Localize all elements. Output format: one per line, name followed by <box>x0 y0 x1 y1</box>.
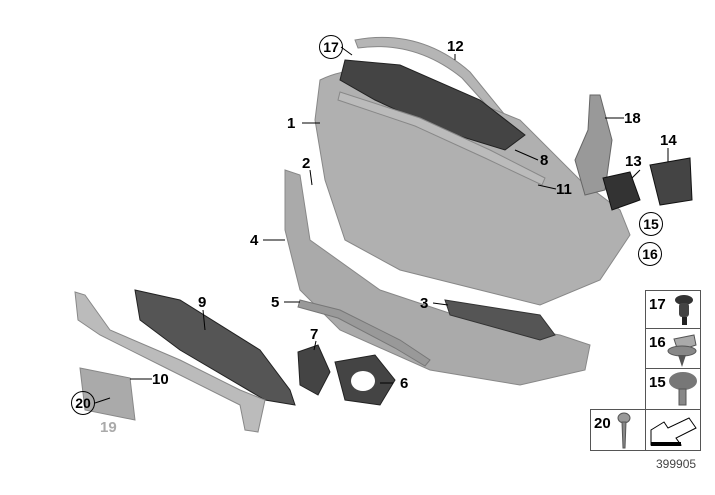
reference-number: 399905 <box>656 457 697 471</box>
legend-cell-17: 17 <box>645 290 701 329</box>
callout-5: 5 <box>271 294 280 311</box>
callout-11: 11 <box>556 181 572 198</box>
legend-number-16: 16 <box>649 334 666 351</box>
clip-icon <box>675 295 693 325</box>
callout-19: 19 <box>100 419 117 436</box>
screw-icon <box>669 372 697 406</box>
part-11-strip <box>337 91 546 186</box>
callout-10: 10 <box>152 371 169 388</box>
legend-cell-20: 20 <box>590 409 646 451</box>
callout-8: 8 <box>540 152 549 169</box>
callout-16: 16 <box>638 242 662 266</box>
callout-2: 2 <box>302 155 311 172</box>
legend-cell-15: 15 <box>645 368 701 410</box>
nut-clip-icon <box>667 334 697 367</box>
legend-cell-arrow <box>645 409 701 451</box>
leader-lines <box>94 46 669 404</box>
bolt-icon <box>617 412 631 449</box>
part-8-grille <box>339 59 526 151</box>
legend-number-17: 17 <box>649 296 666 313</box>
arrow-icon <box>650 417 697 446</box>
legend-number-20: 20 <box>594 415 611 432</box>
part-6-opening <box>351 371 375 391</box>
callout-17: 17 <box>319 35 343 59</box>
callout-9: 9 <box>198 294 207 311</box>
callout-3: 3 <box>420 295 429 312</box>
part-3-bracket <box>444 299 556 341</box>
part-14-air-duct <box>649 157 693 206</box>
callout-20: 20 <box>71 391 95 415</box>
callout-15: 15 <box>639 212 663 236</box>
callout-6: 6 <box>400 375 409 392</box>
part-9-lower-grille <box>134 289 296 406</box>
part-5-strip <box>297 299 431 367</box>
part-13-air-duct <box>602 171 641 211</box>
callout-18: 18 <box>624 110 641 127</box>
callout-13: 13 <box>625 153 642 170</box>
part-10-lower-trim <box>74 291 266 433</box>
legend-cell-16: 16 <box>645 328 701 369</box>
callout-12: 12 <box>447 38 464 55</box>
part-18-bracket <box>574 94 613 196</box>
callout-1: 1 <box>287 115 296 132</box>
callout-14: 14 <box>660 132 677 149</box>
callout-7: 7 <box>310 326 319 343</box>
legend-number-15: 15 <box>649 374 666 391</box>
callout-4: 4 <box>250 232 259 249</box>
part-7-fog-cover <box>297 344 331 396</box>
